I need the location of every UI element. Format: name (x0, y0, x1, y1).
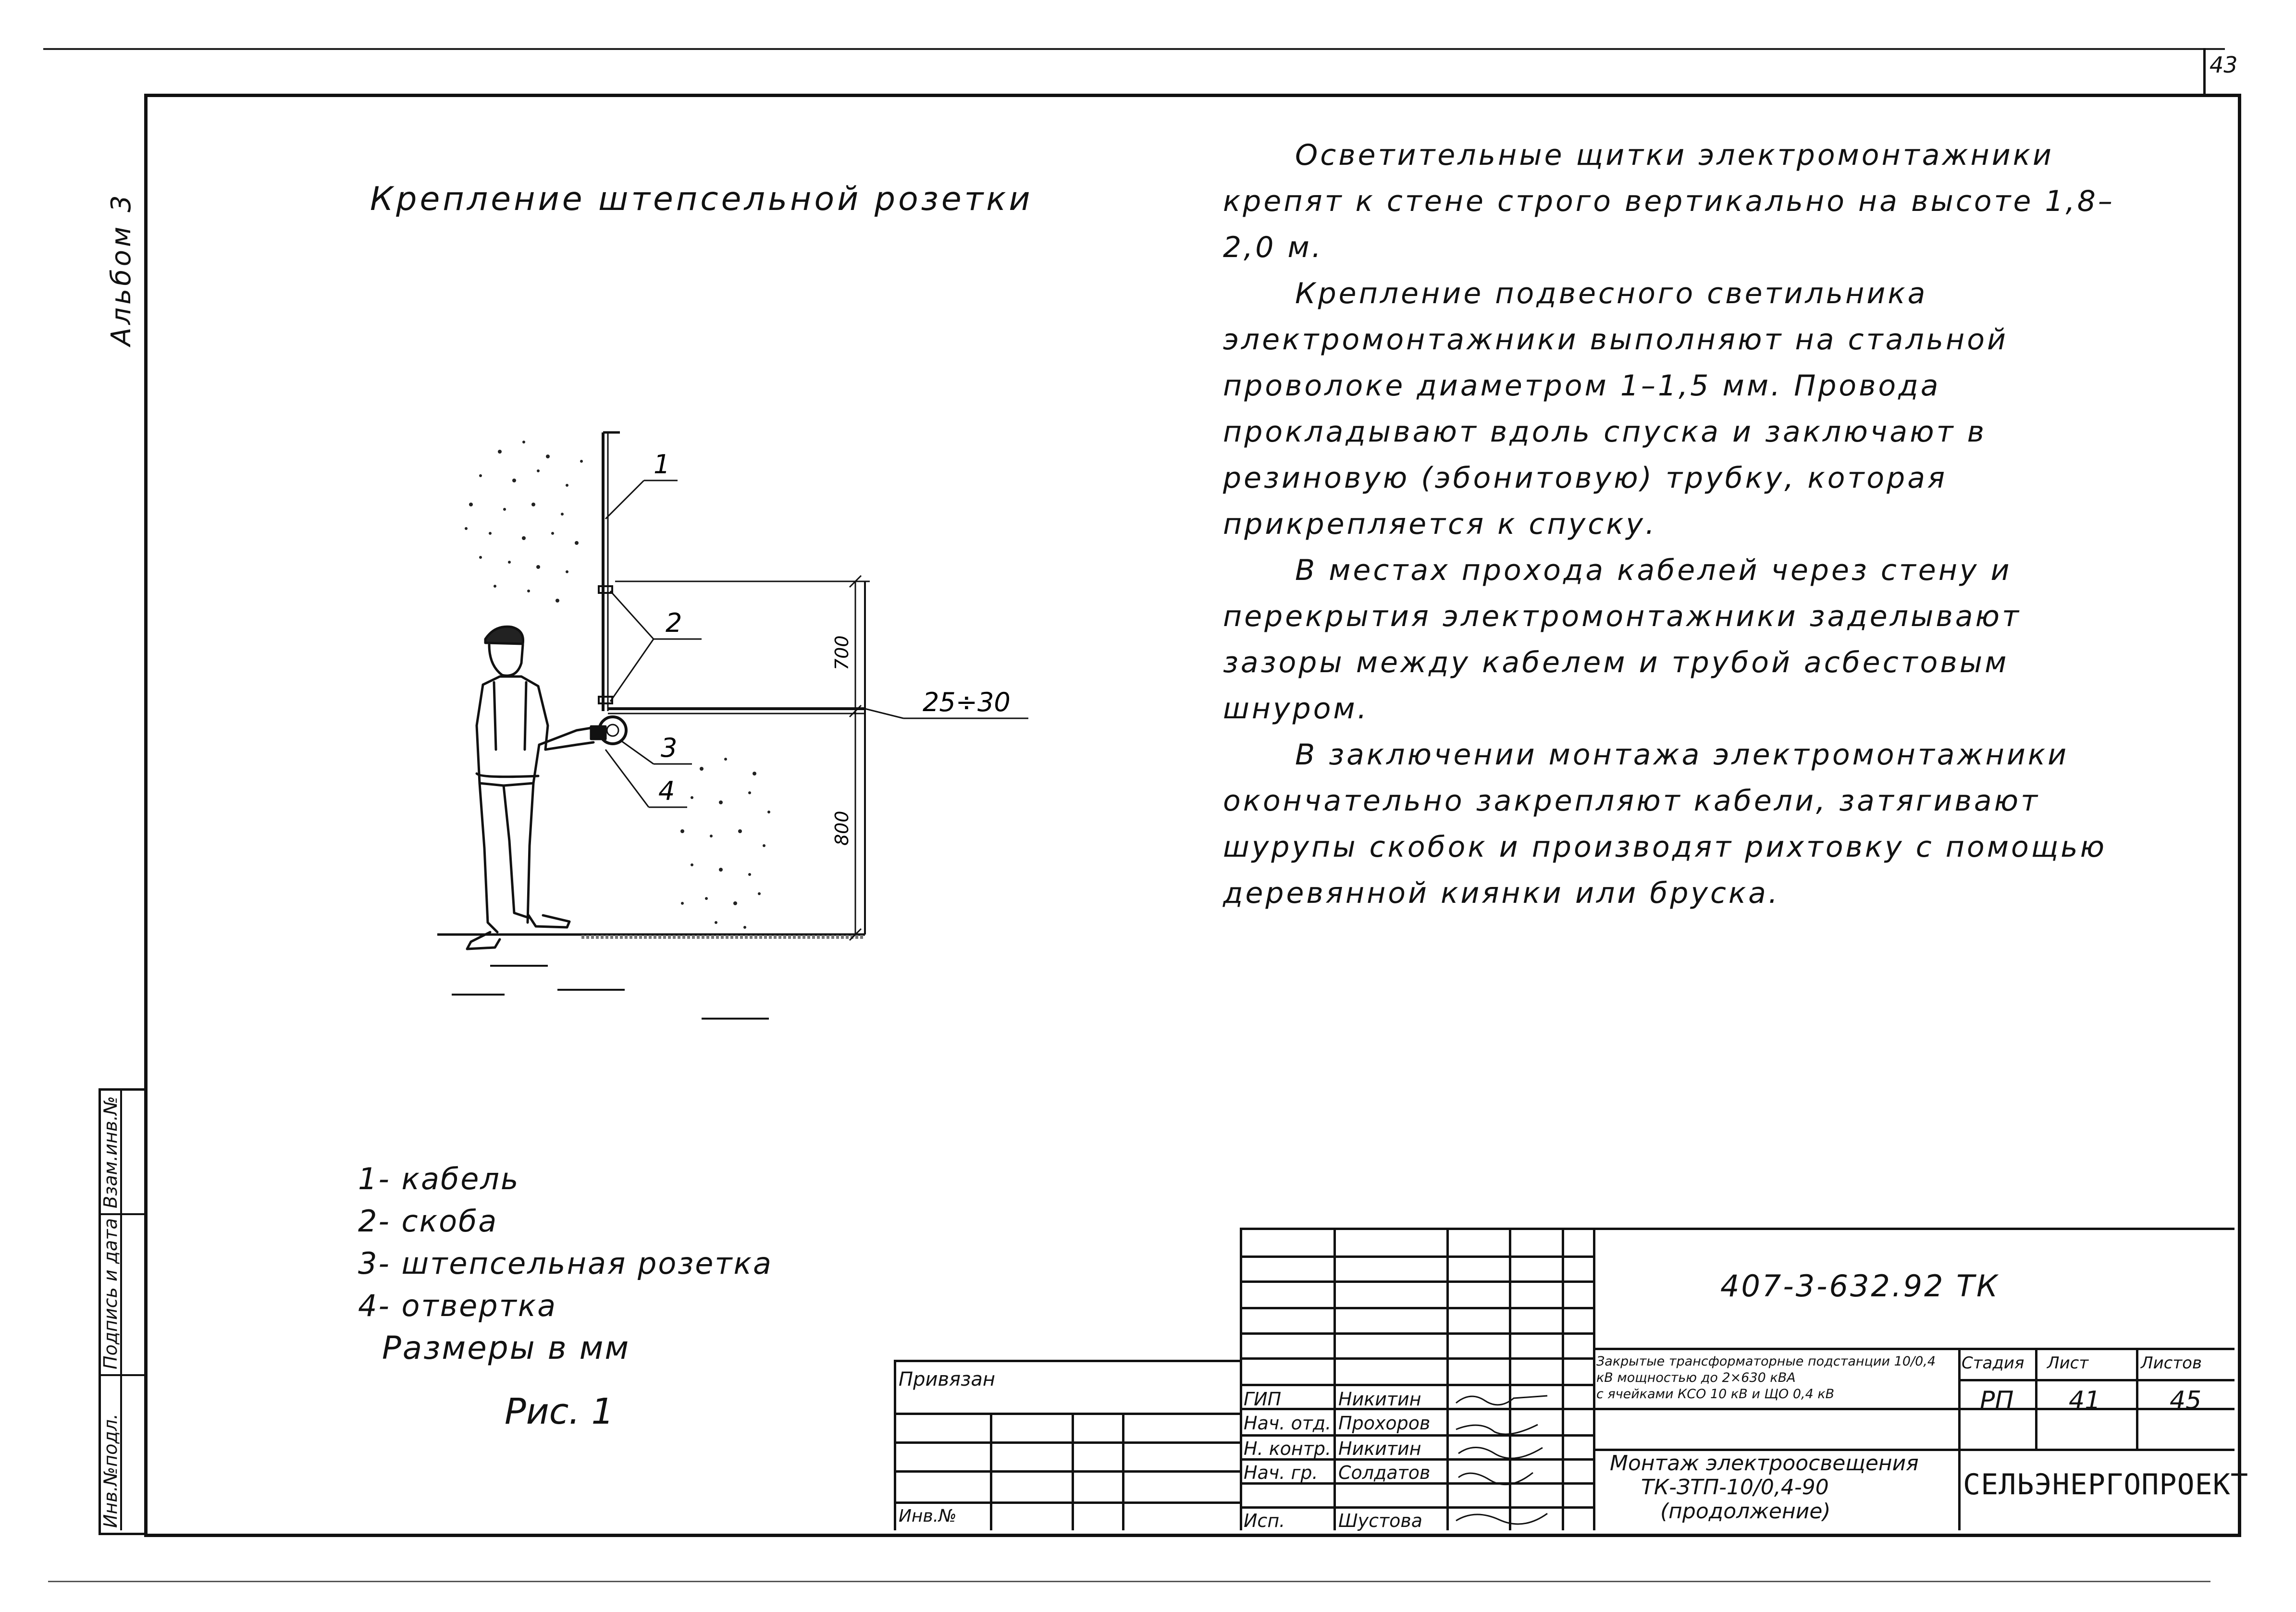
wall-texture-lower (680, 758, 770, 929)
side-stamp-divider-h2 (99, 1374, 144, 1376)
paragraph: Крепление подвесного светильника электро… (1223, 277, 2008, 541)
side-label-vzam-inv: Взам.инв.№ (100, 1096, 121, 1208)
drawing-frame (144, 94, 2241, 1537)
bracket-upper (598, 585, 613, 594)
privyazan-label: Привязан (899, 1368, 996, 1391)
wall-texture-upper (465, 441, 583, 603)
bracket-lower (598, 696, 613, 704)
page-number-box (2203, 48, 2237, 96)
sheet-title-line3: (продолжение) (1660, 1499, 1831, 1524)
dim-700-label: 700 (831, 635, 852, 670)
doc-code: 407-3-632.92 ТК (1720, 1268, 2000, 1304)
sheet-title-line1: Монтаж электроосвещения (1610, 1451, 1919, 1476)
role-n-kontr: Н. контр. (1244, 1438, 1332, 1459)
legend-units: Размеры в мм (382, 1329, 630, 1366)
bottom-trim-line (48, 1581, 2210, 1582)
col-stage-label: Стадия (1962, 1354, 2024, 1373)
callout-2: 2 (666, 608, 682, 638)
inv-no-label: Инв.№ (899, 1506, 957, 1526)
name-gip: Никитин (1338, 1389, 1421, 1410)
installation-figure: 1 2 3 4 700 800 25÷30 (437, 431, 1028, 1020)
legend-item: 3- штепсельная розетка (358, 1246, 773, 1281)
page-number: 43 (2210, 52, 2238, 78)
stage-value: РП (1980, 1386, 2014, 1415)
name-n-kontr: Никитин (1338, 1438, 1421, 1459)
paragraph: Осветительные щитки электромонтажники кр… (1223, 138, 2115, 264)
sheet-title-line2: ТК-ЗТП-10/0,4-90 (1641, 1475, 1829, 1500)
side-label-signature-date: Подпись и дата (100, 1218, 121, 1369)
legend: 1- кабель 2- скоба 3- штепсельная розетк… (358, 1158, 773, 1369)
role-nach-gr: Нач. гр. (1244, 1462, 1318, 1483)
paragraph: В заключении монтажа электромонтажники о… (1223, 738, 2107, 910)
organization-name: СЕЛЬЭНЕРГОПРОЕКТ (1963, 1468, 2248, 1501)
paragraph: В местах прохода кабелей через стену и п… (1223, 554, 2022, 726)
role-nach-otd: Нач. отд. (1244, 1413, 1332, 1434)
legend-item: 4- отвертка (358, 1288, 557, 1323)
figure-caption: Рис. 1 (505, 1391, 614, 1432)
name-nach-gr: Солдатов (1338, 1462, 1431, 1483)
explanatory-text: Осветительные щитки электромонтажники кр… (1223, 132, 2122, 916)
role-gip: ГИП (1244, 1389, 1282, 1410)
col-sheets-label: Листов (2141, 1354, 2202, 1373)
callout-leader-2b (609, 639, 654, 702)
callout-leader-4 (605, 749, 650, 808)
legend-item: 1- кабель (358, 1161, 520, 1196)
signatures (1456, 1395, 1548, 1525)
title-block: 407-3-632.92 ТК Закрытые трансформаторны… (1240, 1228, 2248, 1531)
sheet-value: 41 (2069, 1386, 2101, 1415)
dim-800-label: 800 (831, 811, 852, 846)
callout-leader-3 (619, 739, 654, 765)
project-desc-line2: с ячейками КСО 10 кВ и ЩО 0,4 кВ (1596, 1387, 1835, 1402)
outer-top-line (43, 48, 2225, 50)
drawing-title: Крепление штепсельной розетки (370, 180, 1033, 218)
legend-item: 2- скоба (358, 1204, 498, 1239)
privyazan-block: Привязан Инв.№ (894, 1360, 1242, 1530)
callout-leader-1 (605, 480, 645, 520)
callout-1: 1 (654, 449, 670, 480)
dim-25-30-label: 25÷30 (923, 687, 1011, 717)
side-stamp-divider-h1 (99, 1213, 144, 1215)
name-isp: Шустова (1338, 1510, 1423, 1531)
worker-figure (466, 625, 607, 950)
callout-4: 4 (658, 776, 675, 806)
role-isp: Исп. (1244, 1510, 1285, 1531)
album-label: Альбом 3 (106, 192, 137, 346)
col-sheet-label: Лист (2047, 1354, 2089, 1373)
project-desc-line1: Закрытые трансформаторные подстанции 10/… (1596, 1354, 1936, 1385)
sheets-value: 45 (2170, 1386, 2202, 1415)
name-nach-otd: Прохоров (1338, 1413, 1431, 1434)
side-label-inv-podl: Инв.№подл. (100, 1413, 121, 1528)
side-stamp (99, 1088, 147, 1535)
dim-leader-25-30 (864, 708, 904, 719)
side-stamp-divider-v (120, 1088, 122, 1530)
callout-3: 3 (661, 733, 677, 763)
callout-leader-2a (609, 590, 654, 640)
